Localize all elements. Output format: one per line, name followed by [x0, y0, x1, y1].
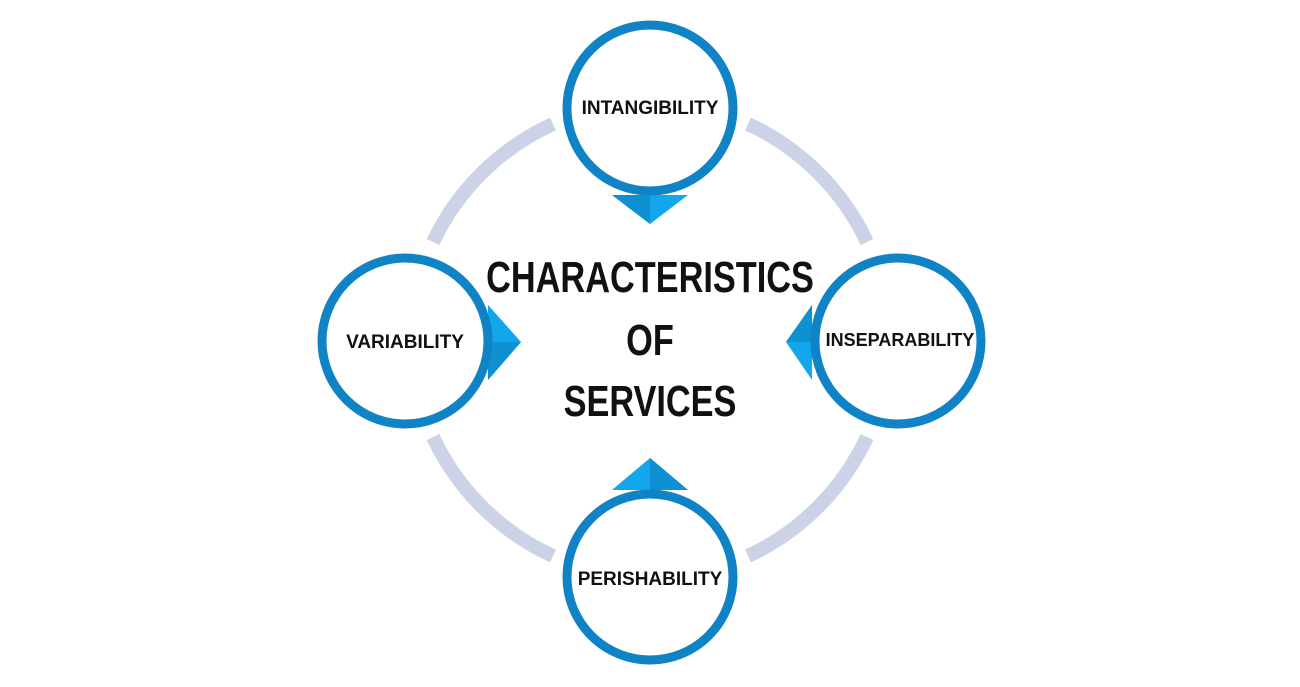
node-top-ring [562, 20, 738, 196]
connector-arc-bottom-left [426, 434, 556, 563]
node-bottom-ring [562, 489, 738, 665]
connector-arc-bottom-right [745, 434, 874, 563]
node-bottom-label: PERISHABILITY [578, 569, 723, 590]
pointer-left-shade [488, 342, 521, 380]
center-title-line-3: SERVICES [564, 377, 737, 426]
node-top: INTANGIBILITY [562, 20, 738, 196]
node-right-label: INSEPARABILITY [826, 330, 975, 350]
node-left: VARIABILITY [317, 253, 493, 429]
node-bottom: PERISHABILITY [562, 489, 738, 665]
node-left-label: VARIABILITY [346, 332, 464, 353]
pointer-bottom-shade [650, 458, 688, 490]
node-top-label: INTANGIBILITY [582, 98, 719, 119]
pointer-triangles [488, 195, 812, 490]
connector-arc-top-left [426, 117, 556, 246]
center-title-line-2: OF [626, 316, 674, 365]
center-title-line-1: CHARACTERISTICS [486, 253, 814, 302]
connector-arc-top-right [745, 117, 874, 245]
pointer-right-shade [786, 305, 812, 342]
node-right-ring [810, 253, 986, 429]
pointer-top-shade [612, 195, 650, 224]
center-title: CHARACTERISTICS OF SERVICES [486, 253, 814, 426]
node-right: INSEPARABILITY [810, 253, 986, 429]
node-left-ring [317, 253, 493, 429]
connector-arcs [426, 117, 874, 563]
